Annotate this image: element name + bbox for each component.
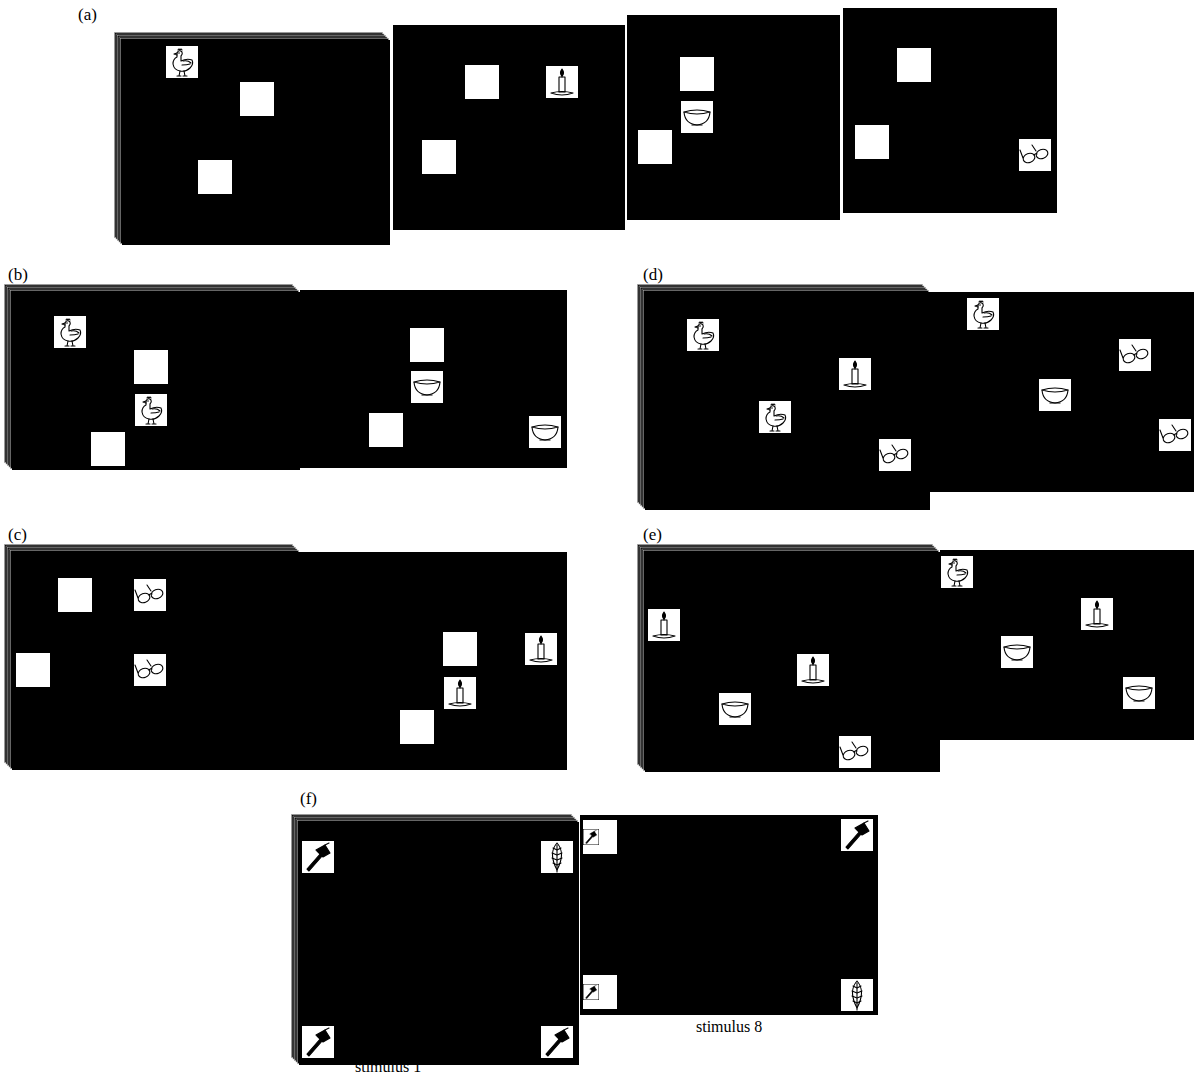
panel-label: (f) bbox=[300, 790, 317, 809]
hen-icon bbox=[166, 46, 199, 79]
bowl-icon bbox=[1039, 379, 1072, 412]
hen-icon bbox=[967, 298, 1000, 331]
stimulus-panel bbox=[645, 292, 930, 510]
blank-square bbox=[897, 48, 931, 82]
glasses-icon bbox=[134, 654, 167, 687]
stimulus-panel bbox=[122, 40, 390, 245]
candle-icon bbox=[648, 609, 681, 642]
stimulus-panel bbox=[627, 15, 840, 220]
panel-label: (c) bbox=[8, 526, 27, 545]
candle-icon bbox=[1081, 598, 1114, 631]
stimulus-panel bbox=[843, 8, 1057, 213]
candle-icon bbox=[839, 358, 872, 391]
panel-label: (d) bbox=[643, 266, 663, 285]
candle-icon bbox=[525, 633, 558, 666]
hen-icon bbox=[759, 401, 792, 434]
blank-square bbox=[583, 975, 617, 1009]
stimulus-panel bbox=[299, 822, 579, 1065]
candle-icon bbox=[444, 677, 477, 710]
blank-square bbox=[443, 632, 477, 666]
blank-square bbox=[240, 82, 274, 116]
leaf-icon bbox=[541, 841, 574, 874]
stimulus-panel bbox=[930, 292, 1194, 492]
glasses-icon bbox=[134, 579, 167, 612]
stimulus-panel bbox=[300, 552, 567, 770]
hammer-icon bbox=[302, 841, 335, 874]
bowl-icon bbox=[411, 371, 444, 404]
bowl-icon bbox=[1001, 636, 1034, 669]
bowl-icon bbox=[719, 693, 752, 726]
hammer-icon bbox=[541, 1026, 574, 1059]
blank-square bbox=[400, 710, 434, 744]
blank-square bbox=[91, 432, 125, 466]
panel-label: (e) bbox=[643, 526, 662, 545]
hammer-icon bbox=[583, 829, 599, 845]
blank-square bbox=[680, 57, 714, 91]
hen-icon bbox=[135, 394, 168, 427]
stimulus-panel bbox=[393, 25, 625, 230]
panel-label: (b) bbox=[8, 266, 28, 285]
blank-square bbox=[16, 653, 50, 687]
glasses-icon bbox=[1159, 419, 1192, 452]
bowl-icon bbox=[1123, 677, 1156, 710]
leaf-icon bbox=[841, 979, 874, 1012]
hammer-icon bbox=[302, 1026, 335, 1059]
stimulus-panel bbox=[300, 290, 567, 468]
stimulus-panel bbox=[940, 550, 1194, 740]
stimulus-panel bbox=[645, 552, 940, 772]
hammer-icon bbox=[583, 984, 599, 1000]
hen-icon bbox=[941, 556, 974, 589]
blank-square bbox=[583, 820, 617, 854]
glasses-icon bbox=[1019, 139, 1052, 172]
blank-square bbox=[638, 130, 672, 164]
candle-icon bbox=[546, 66, 579, 99]
glasses-icon bbox=[879, 439, 912, 472]
blank-square bbox=[58, 578, 92, 612]
hammer-icon bbox=[841, 819, 874, 852]
panel-label: (a) bbox=[78, 6, 97, 25]
glasses-icon bbox=[839, 736, 872, 769]
stimulus-panel bbox=[580, 815, 878, 1015]
blank-square bbox=[369, 413, 403, 447]
candle-icon bbox=[797, 654, 830, 687]
bowl-icon bbox=[529, 416, 562, 449]
hen-icon bbox=[687, 319, 720, 352]
blank-square bbox=[410, 328, 444, 362]
blank-square bbox=[422, 140, 456, 174]
stimulus-caption: stimulus 1 bbox=[355, 1058, 421, 1076]
stimulus-caption: stimulus 8 bbox=[696, 1018, 762, 1036]
glasses-icon bbox=[1119, 339, 1152, 372]
blank-square bbox=[198, 160, 232, 194]
blank-square bbox=[855, 125, 889, 159]
hen-icon bbox=[54, 316, 87, 349]
stimulus-panel bbox=[12, 552, 300, 770]
blank-square bbox=[465, 65, 499, 99]
bowl-icon bbox=[681, 101, 714, 134]
stimulus-panel bbox=[12, 292, 300, 470]
blank-square bbox=[134, 350, 168, 384]
